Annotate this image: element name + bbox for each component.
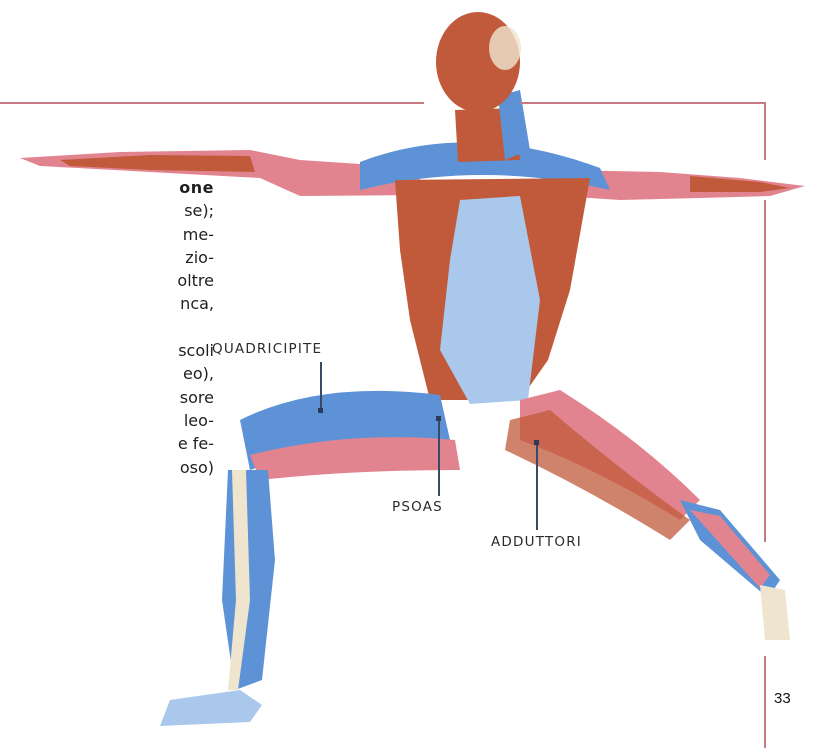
adduttori-leader-dot (534, 440, 539, 445)
body-text-line: e fe- (0, 432, 214, 455)
quadricipite-leader-dot (318, 408, 323, 413)
body-text-line: zio- (0, 246, 214, 269)
back-foot (760, 585, 790, 640)
frame-right-vertical (764, 102, 766, 160)
psoas-leader-dot (436, 416, 441, 421)
adduttori-leader (536, 442, 538, 530)
front-foot (160, 690, 262, 726)
body-text-line: eo), (0, 362, 214, 385)
body-text-line: scoli (0, 339, 214, 362)
frame-bottom-vertical (764, 656, 766, 748)
frame-top-left-line (0, 102, 424, 104)
body-text-column: one se); me- zio- oltre nca, scoli eo), … (0, 176, 214, 479)
page-number: 33 (774, 690, 791, 707)
frame-top-right-line (520, 102, 766, 104)
body-text-line: sore (0, 386, 214, 409)
body-text-line: se); (0, 199, 214, 222)
body-text-line: one (0, 176, 214, 199)
body-text-line: nca, (0, 292, 214, 315)
quadricipite-leader (320, 362, 322, 410)
body-text-line: leo- (0, 409, 214, 432)
adduttori-label: ADDUTTORI (491, 534, 582, 550)
body-text-line: oltre (0, 269, 214, 292)
frame-right-vertical-lower (764, 200, 766, 542)
psoas-leader (438, 418, 440, 496)
body-text-line: oso) (0, 456, 214, 479)
body-text-line (0, 316, 214, 339)
psoas-label: PSOAS (392, 499, 443, 515)
body-text-line: me- (0, 223, 214, 246)
head-highlight (489, 26, 521, 70)
quadricipite-label: QUADRICIPITE (212, 341, 322, 357)
